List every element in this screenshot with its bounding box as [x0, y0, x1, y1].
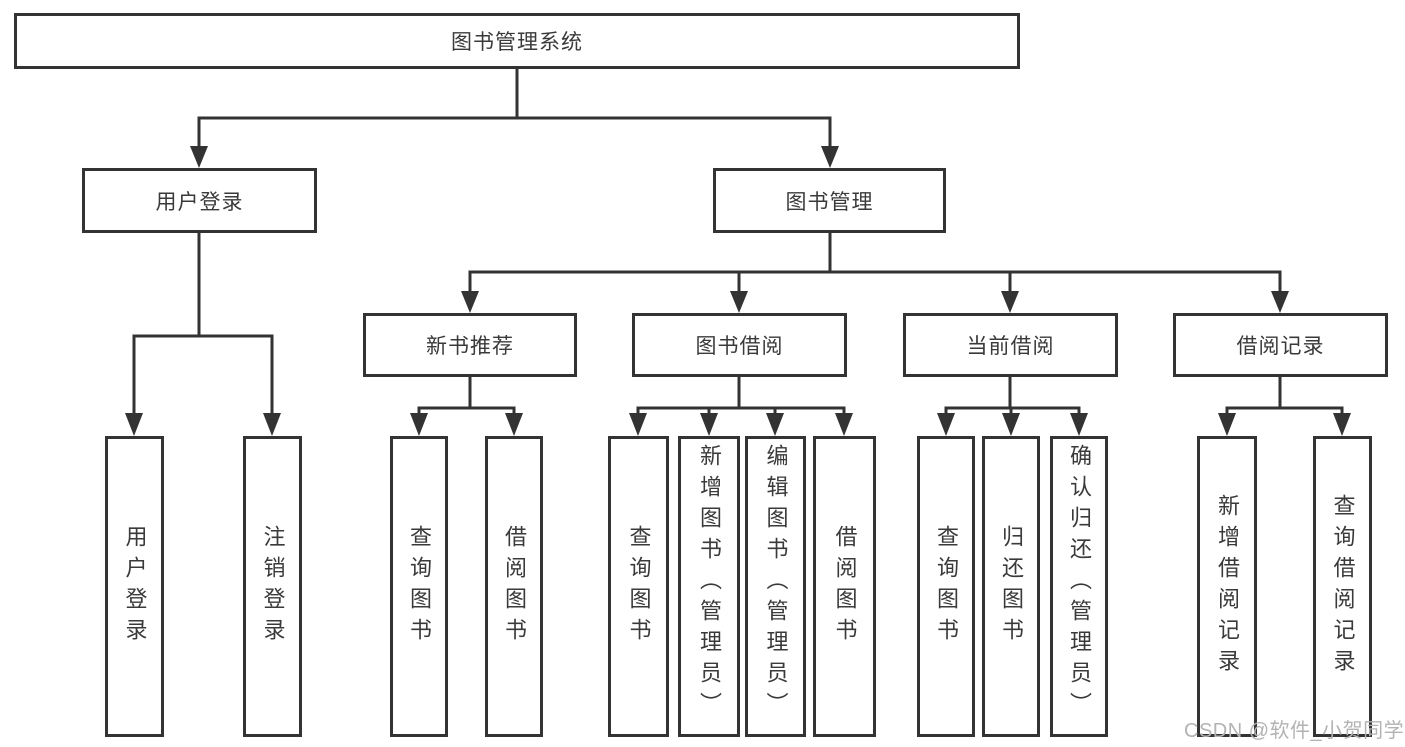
leaf-borrow-book: 借阅图书	[813, 436, 876, 737]
node-borrow-records: 借阅记录	[1173, 313, 1388, 377]
node-book-borrow: 图书借阅	[632, 313, 847, 377]
leaf-add-borrow-record: 新增借阅记录	[1197, 436, 1257, 737]
csdn-watermark: CSDN @软件_小贺同学	[1184, 720, 1405, 742]
arrowheads	[125, 146, 1351, 436]
node-root: 图书管理系统	[14, 13, 1020, 69]
node-current-borrow: 当前借阅	[903, 313, 1118, 377]
leaf-logout: 注销登录	[243, 436, 302, 737]
leaf-edit-book-admin: 编辑图书（管理员）	[745, 436, 806, 737]
leaf-add-book-admin: 新增图书（管理员）	[678, 436, 740, 737]
leaf-current-query-book: 查询图书	[917, 436, 975, 737]
leaf-recommend-borrow-book: 借阅图书	[485, 436, 543, 737]
leaf-user-login: 用户登录	[105, 436, 164, 737]
node-new-book-recommend: 新书推荐	[363, 313, 577, 377]
leaf-return-book: 归还图书	[982, 436, 1040, 737]
node-book-management: 图书管理	[713, 168, 946, 233]
leaf-query-borrow-record: 查询借阅记录	[1313, 436, 1372, 737]
leaf-recommend-query-book: 查询图书	[390, 436, 448, 737]
node-user-login: 用户登录	[82, 168, 317, 233]
leaf-borrow-query-book: 查询图书	[608, 436, 669, 737]
leaf-confirm-return-admin: 确认归还（管理员）	[1050, 436, 1108, 737]
